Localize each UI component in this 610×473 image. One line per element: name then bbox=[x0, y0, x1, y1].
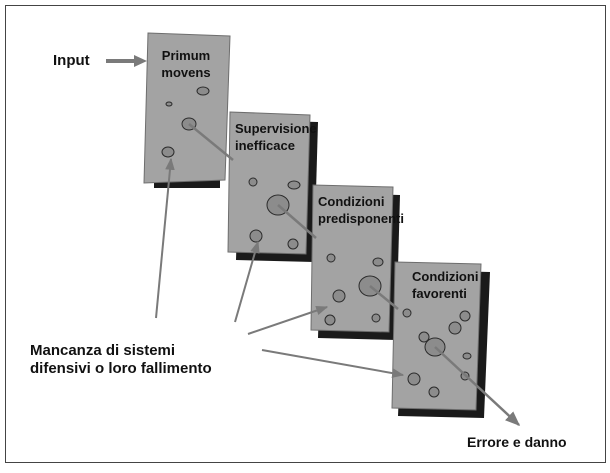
hole bbox=[287, 180, 301, 190]
input-label: Input bbox=[53, 52, 90, 69]
slice-primum-movens: Primum movens bbox=[143, 32, 231, 188]
trajectory-segment bbox=[277, 204, 317, 239]
trajectory-segment bbox=[188, 123, 234, 161]
slice-title-line-2: favorenti bbox=[412, 286, 467, 301]
hole bbox=[249, 229, 263, 243]
hole bbox=[448, 321, 462, 335]
output-arrow bbox=[434, 346, 521, 427]
hole bbox=[326, 253, 336, 263]
hole bbox=[407, 372, 421, 386]
slice-panel bbox=[227, 111, 311, 255]
slice-title-line-1: Supervisione bbox=[235, 121, 317, 136]
slice-panel bbox=[143, 32, 231, 184]
hole bbox=[324, 314, 336, 326]
slice-title-line-2: predisponenti bbox=[318, 211, 404, 226]
hole bbox=[165, 101, 173, 107]
hole bbox=[402, 308, 412, 318]
hole bbox=[332, 289, 346, 303]
trajectory-segment bbox=[369, 285, 399, 310]
slice-title-line-1: Primum bbox=[162, 48, 210, 63]
slice-title-line-2: movens bbox=[161, 65, 210, 80]
slice-title-line-2: inefficace bbox=[235, 138, 295, 153]
defense-arrow bbox=[234, 240, 260, 323]
hole bbox=[287, 238, 299, 250]
hole bbox=[459, 310, 471, 322]
accident-trajectory bbox=[188, 123, 521, 427]
hole bbox=[372, 257, 384, 267]
hole bbox=[418, 331, 430, 343]
slice-title-line-1: Condizioni bbox=[318, 194, 384, 209]
slice-condizioni-predisponenti: Condizioni predisponenti bbox=[310, 184, 404, 340]
hole bbox=[196, 86, 210, 96]
hole bbox=[462, 352, 472, 360]
defense-arrow bbox=[247, 305, 329, 335]
defenses-arrows bbox=[155, 157, 405, 378]
slice-condizioni-favorenti: Condizioni favorenti bbox=[391, 261, 490, 418]
slice-supervisione-inefficace: Supervisione inefficace bbox=[227, 111, 318, 262]
input-arrowhead bbox=[134, 55, 147, 67]
defense-arrow bbox=[261, 349, 405, 378]
output-label: Errore e danno bbox=[467, 434, 567, 450]
hole bbox=[248, 177, 258, 187]
defense-arrow bbox=[155, 157, 175, 319]
defenses-label-line-2: difensivi o loro fallimento bbox=[30, 360, 212, 377]
slice-title-line-1: Condizioni bbox=[412, 269, 478, 284]
defenses-label-line-1: Mancanza di sistemi bbox=[30, 342, 175, 359]
hole bbox=[428, 386, 440, 398]
hole bbox=[161, 146, 175, 158]
hole bbox=[371, 313, 381, 323]
